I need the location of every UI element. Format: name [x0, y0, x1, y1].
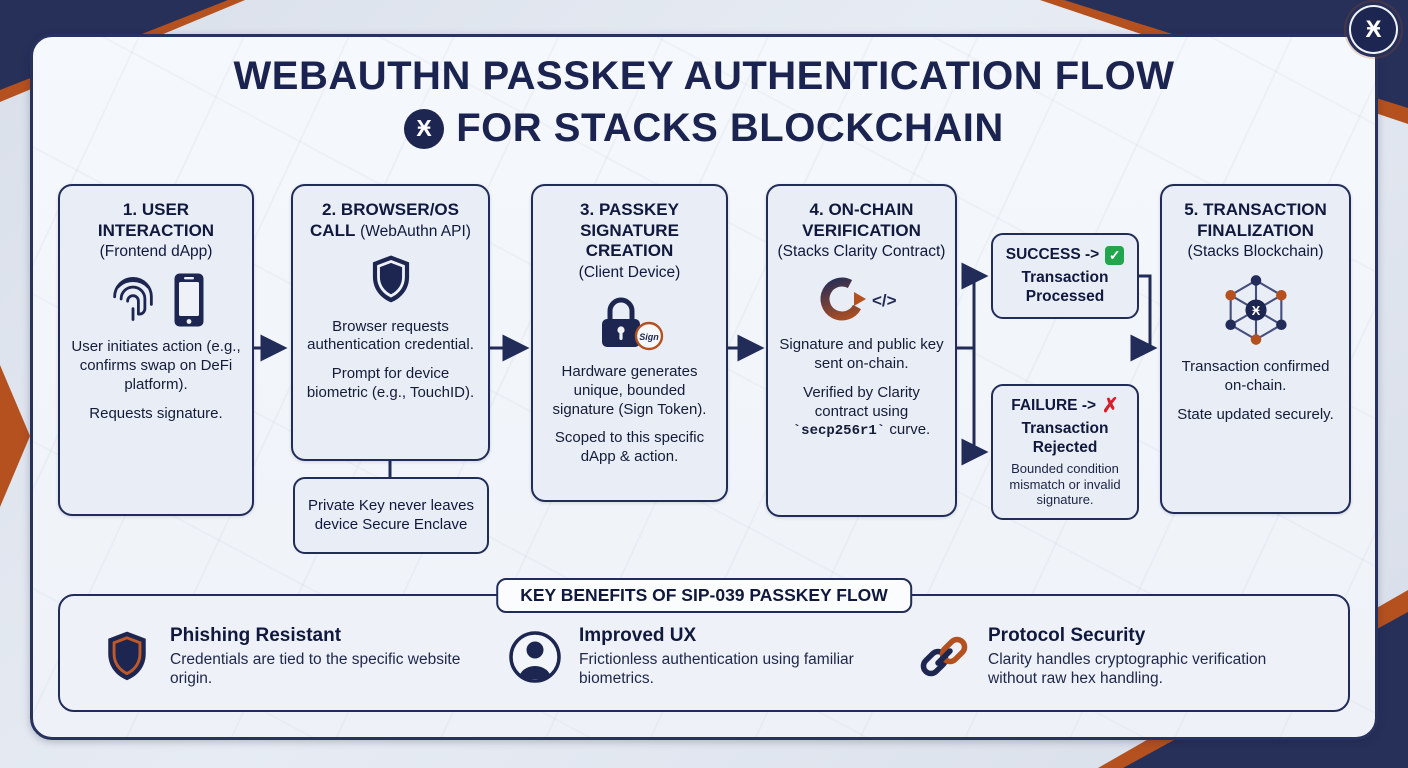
title-line2-text: FOR STACKS BLOCKCHAIN [456, 106, 1004, 150]
benefit-desc: Credentials are tied to the specific web… [170, 651, 461, 688]
left-edge-accent [0, 365, 30, 507]
step2-body1: Browser requests authentication credenti… [307, 317, 474, 354]
step-box-onchain-verification: 4. ON-CHAIN VERIFICATION (Stacks Clarity… [766, 184, 957, 517]
padlock-sign-icon: Sign [601, 297, 663, 351]
failure-label-row: FAILURE -> ✗ [1011, 396, 1119, 416]
failure-label: FAILURE -> [1011, 397, 1097, 415]
benefit-desc: Frictionless authentication using famili… [579, 651, 854, 688]
fingerprint-icon [113, 277, 153, 322]
secure-enclave-note: Private Key never leaves device Secure E… [293, 477, 489, 554]
step-box-transaction-finalization: 5. TRANSACTION FINALIZATION (Stacks Bloc… [1160, 184, 1351, 514]
cross-icon: ✗ [1102, 395, 1119, 418]
benefits-header: KEY BENEFITS OF SIP-039 PASSKEY FLOW [496, 578, 912, 613]
shield-icon [108, 631, 146, 681]
step4-body1: Signature and public key sent on-chain. [779, 336, 944, 373]
step5-body2: State updated securely. [1177, 405, 1334, 423]
benefits-panel: KEY BENEFITS OF SIP-039 PASSKEY FLOW Phi… [58, 578, 1350, 712]
secp256r1-code: `secp256r1` [792, 423, 886, 440]
step3-heading: 3. PASSKEY SIGNATURE CREATION (Client De… [578, 200, 681, 282]
step1-body2: Requests signature. [89, 404, 223, 422]
failure-subtitle: Transaction Rejected [1021, 420, 1109, 456]
benefit-text: Improved UX Frictionless authentication … [579, 625, 899, 689]
step1-icons [107, 272, 205, 328]
step3-body2: Scoped to this specific dApp & action. [554, 429, 705, 466]
chain-link-icon [920, 636, 968, 677]
success-box: SUCCESS -> ✓ Transaction Processed [991, 233, 1139, 319]
success-label: SUCCESS -> [1005, 246, 1100, 264]
benefit-phishing-resistant: Phishing Resistant Credentials are tied … [100, 625, 490, 689]
benefit-text: Phishing Resistant Credentials are tied … [170, 625, 490, 689]
stacks-logo-badge: Ӿ [1351, 7, 1396, 52]
benefit-title: Improved UX [579, 625, 697, 647]
step2-heading: 2. BROWSER/OS CALL (WebAuthn API) [310, 200, 471, 240]
step-box-browser-os-call: 2. BROWSER/OS CALL (WebAuthn API) Browse… [291, 184, 490, 461]
check-icon: ✓ [1105, 245, 1125, 265]
shield-icon [372, 255, 409, 303]
title-line2: Ӿ FOR STACKS BLOCKCHAIN [0, 106, 1408, 151]
benefit-title: Phishing Resistant [170, 625, 342, 647]
step1-body1: User initiates action (e.g., confirms sw… [71, 338, 241, 393]
sign-badge-label: Sign [639, 332, 659, 342]
title-line1: WEBAUTHN PASSKEY AUTHENTICATION FLOW [233, 54, 1175, 98]
step4-heading: 4. ON-CHAIN VERIFICATION (Stacks Clarity… [777, 200, 946, 261]
stacks-icon: Ӿ [404, 108, 445, 149]
stacks-icon: Ӿ [1365, 15, 1382, 43]
step1-heading: 1. USER INTERACTION (Frontend dApp) [97, 200, 215, 261]
step-box-passkey-signature: 3. PASSKEY SIGNATURE CREATION (Client De… [531, 184, 728, 502]
benefit-text: Protocol Security Clarity handles crypto… [988, 625, 1308, 689]
smartphone-icon [174, 273, 204, 327]
code-glyph: </> [872, 291, 897, 310]
clarity-contract-icon: </> [820, 277, 897, 321]
failure-box: FAILURE -> ✗ Transaction Rejected Bounde… [991, 384, 1139, 520]
failure-detail: Bounded condition mismatch or invalid si… [1009, 461, 1121, 508]
success-label-row: SUCCESS -> ✓ [1005, 245, 1125, 265]
benefit-desc: Clarity handles cryptographic verificati… [988, 651, 1267, 688]
success-subtitle: Transaction Processed [1021, 268, 1109, 305]
step5-heading: 5. TRANSACTION FINALIZATION (Stacks Bloc… [1184, 200, 1327, 261]
step4-body2: Verified by Clarity contract using `secp… [792, 383, 931, 440]
step2-body2: Prompt for device biometric (e.g., Touch… [306, 365, 475, 401]
page-title: WEBAUTHN PASSKEY AUTHENTICATION FLOW Ӿ F… [0, 54, 1408, 151]
stacks-icon: Ӿ [1251, 304, 1260, 318]
user-icon [509, 631, 561, 683]
blockchain-network-icon: Ӿ [1224, 275, 1287, 346]
secure-enclave-note-text: Private Key never leaves device Secure E… [308, 496, 474, 533]
step3-body1: Hardware generates unique, bounded signa… [552, 363, 707, 418]
step-box-user-interaction: 1. USER INTERACTION (Frontend dApp) User… [58, 184, 254, 516]
benefit-protocol-security: Protocol Security Clarity handles crypto… [916, 625, 1308, 689]
step5-body1: Transaction confirmed on-chain. [1181, 358, 1330, 395]
benefit-title: Protocol Security [988, 625, 1146, 647]
benefit-improved-ux: Improved UX Frictionless authentication … [507, 625, 899, 689]
